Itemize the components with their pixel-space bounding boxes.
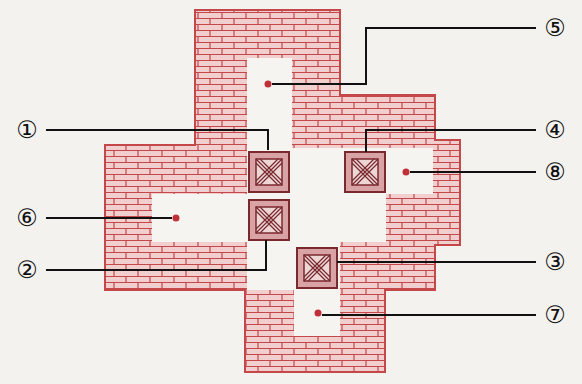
callout-number: ⑥: [16, 206, 38, 230]
crate: [249, 152, 289, 192]
brick-wall: [105, 10, 460, 372]
target-dots: [173, 81, 410, 317]
crate: [249, 200, 289, 240]
floor: [152, 58, 433, 336]
callout-number: ③: [544, 250, 566, 274]
callout-number: ②: [16, 258, 38, 282]
callout-number: ⑧: [544, 160, 566, 184]
callout-number: ⑦: [544, 303, 566, 327]
crate: [297, 248, 337, 288]
callout-number: ①: [16, 118, 38, 142]
crate: [345, 152, 385, 192]
leader-lines: [46, 28, 536, 315]
callout-number: ④: [544, 118, 566, 142]
crates: [249, 152, 385, 288]
callout-number: ⑤: [544, 16, 566, 40]
